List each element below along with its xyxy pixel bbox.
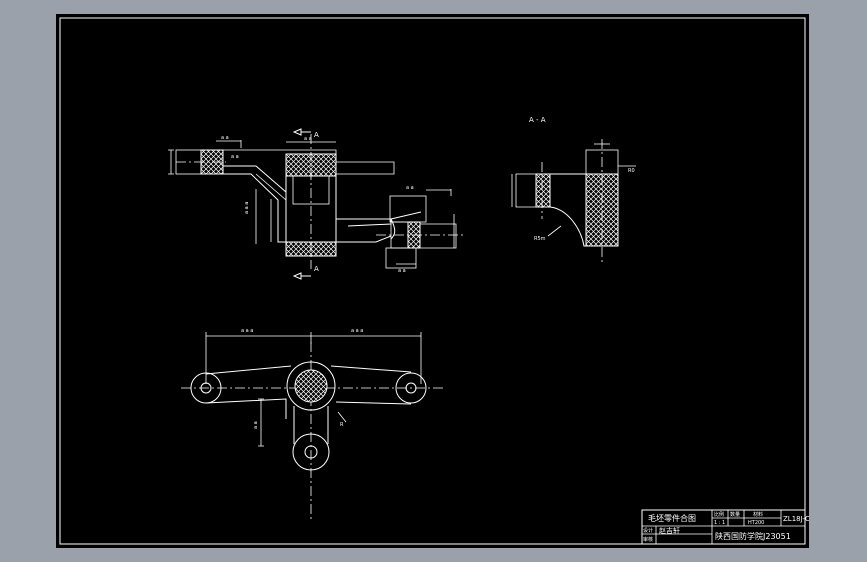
left-eye [190, 372, 222, 404]
section-view-title: A - A [529, 116, 546, 124]
school-name: 陕西国防学院J23051 [715, 531, 791, 541]
aa-left-section [535, 173, 551, 208]
title-block: 毛坯零件合图 ZL18J-C 比例 数量 材料 1 : 1 HT200 设计 赵… [641, 509, 809, 545]
scale-value: 1 : 1 [714, 520, 725, 526]
header-scale: 比例 [714, 511, 724, 518]
lower-eye [292, 433, 330, 471]
material-value: HT200 [748, 520, 764, 526]
material-code: ZL18J-C [783, 515, 809, 523]
drawing-frame [59, 17, 806, 545]
svg-text:a a: a a [253, 421, 259, 429]
svg-text:R: R [340, 422, 344, 428]
chamfer-note: R0 [628, 168, 635, 174]
hub-outer [286, 361, 336, 411]
svg-text:a a a: a a a [244, 202, 250, 214]
svg-text:a a: a a [304, 136, 312, 142]
top-view: a a a a a a a a R [181, 328, 446, 519]
section-view-aa: A - A R0 R5m [511, 116, 636, 264]
right-eye [395, 372, 427, 404]
front-view: a a a a a a a a a a a A A a a [168, 128, 466, 280]
section-mark-top: A [314, 131, 319, 139]
header-qty: 数量 [730, 511, 740, 518]
part-name: 毛坯零件合图 [648, 513, 696, 523]
svg-text:a a a: a a a [351, 328, 363, 334]
checker-label: 审核 [643, 536, 653, 543]
designer-name: 赵吉轩 [659, 526, 680, 535]
svg-text:a a a: a a a [241, 328, 253, 334]
section-mark-bottom: A [314, 265, 319, 273]
svg-text:a a: a a [398, 268, 406, 274]
hub-inner [294, 369, 328, 403]
cad-viewport[interactable]: a a a a a a a a a a a A A a a A - A R0 R… [56, 14, 809, 548]
designer-label: 设计 [643, 527, 653, 534]
radius-note: R5m [534, 236, 546, 242]
svg-text:a a: a a [406, 185, 414, 191]
engineering-drawing: a a a a a a a a a a a A A a a A - A R0 R… [59, 17, 809, 545]
svg-text:a a: a a [221, 135, 229, 141]
svg-text:a a: a a [231, 154, 239, 160]
header-material: 材料 [753, 511, 763, 518]
